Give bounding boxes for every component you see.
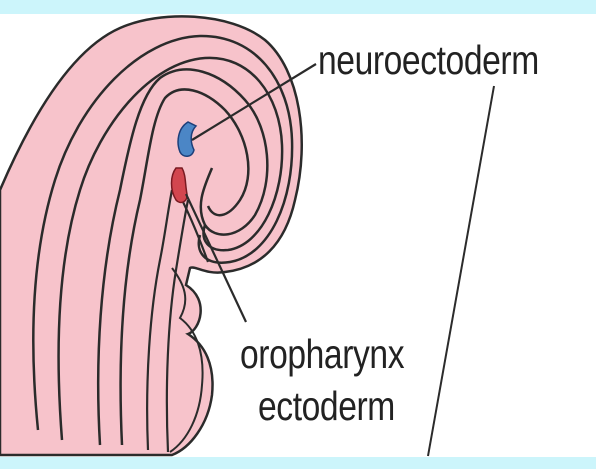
oropharynx-label: oropharynx <box>240 334 404 375</box>
ectoderm-label: ectoderm <box>258 386 395 427</box>
section-plane-line <box>428 86 494 456</box>
neuroectoderm-label: neuroectoderm <box>318 40 539 81</box>
